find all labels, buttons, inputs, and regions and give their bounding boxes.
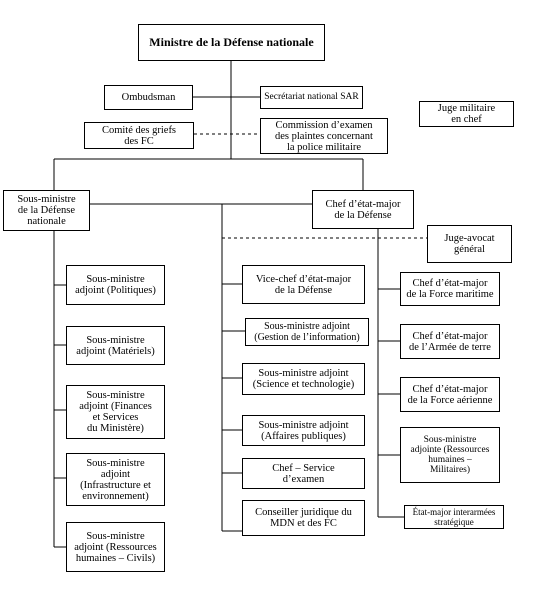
middle-box-2: Sous-ministre adjoint (Gestion de l’info… — [245, 318, 369, 346]
left-box-5: Sous-ministre adjoint (Ressources humain… — [66, 522, 165, 572]
right-box-1: Chef d’état-major de la Force maritime — [400, 272, 500, 306]
left-box-4: Sous-ministre adjoint (Infrastructure et… — [66, 453, 165, 506]
chef-etat-major-box: Chef d’état-major de la Défense — [312, 190, 414, 229]
sar-box: Secrétariat national SAR — [260, 86, 363, 109]
left-box-1: Sous-ministre adjoint (Politiques) — [66, 265, 165, 305]
left-box-2: Sous-ministre adjoint (Matériels) — [66, 326, 165, 365]
right-box-3: Chef d’état-major de la Force aérienne — [400, 377, 500, 412]
juge-militaire-box: Juge militaire en chef — [419, 101, 514, 127]
right-box-2: Chef d’état-major de l’Armée de terre — [400, 324, 500, 359]
sous-ministre-box: Sous-ministre de la Défense nationale — [3, 190, 90, 231]
middle-box-1: Vice-chef d’état-major de la Défense — [242, 265, 365, 304]
commission-box: Commission d’examen des plaintes concern… — [260, 118, 388, 154]
middle-box-3: Sous-ministre adjoint (Science et techno… — [242, 363, 365, 395]
left-box-3: Sous-ministre adjoint (Finances et Servi… — [66, 385, 165, 439]
griefs-box: Comité des griefs des FC — [84, 122, 194, 149]
ombudsman-box: Ombudsman — [104, 85, 193, 110]
juge-avocat-box: Juge-avocat général — [427, 225, 512, 263]
middle-box-5: Chef – Service d’examen — [242, 458, 365, 489]
middle-box-6: Conseiller juridique du MDN et des FC — [242, 500, 365, 536]
right-box-5: État-major interarmées stratégique — [404, 505, 504, 529]
middle-box-4: Sous-ministre adjoint (Affaires publique… — [242, 415, 365, 446]
minister-box: Ministre de la Défense nationale — [138, 24, 325, 61]
right-box-4: Sous-ministre adjointe (Ressources humai… — [400, 427, 500, 483]
